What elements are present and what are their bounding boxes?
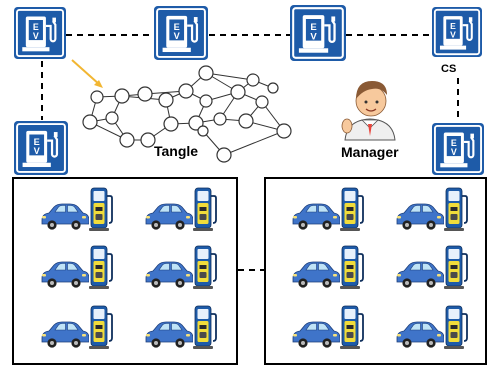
car-icon (292, 261, 340, 288)
charger-pump-icon (192, 245, 217, 290)
charger-pump-icon (339, 245, 364, 290)
car-icon (41, 261, 89, 288)
car-icon (292, 203, 340, 230)
ev-charging-station-icon (153, 6, 209, 60)
charger-pump-icon (443, 187, 468, 232)
charger-pump-icon (339, 305, 364, 350)
car-icon (145, 203, 193, 230)
ev-charging-station-icon (14, 6, 66, 60)
ev-charging-station-icon (290, 5, 346, 61)
car-icon (396, 203, 444, 230)
charger-pump-icon (443, 305, 468, 350)
car-icon (396, 261, 444, 288)
charger-pump-icon (339, 187, 364, 232)
ev-charging-station-icon (432, 121, 484, 177)
ev-charging-station-icon (14, 121, 68, 175)
tangle-label: Tangle (154, 143, 199, 159)
ev-group-box-left (12, 177, 238, 365)
car-icon (396, 321, 444, 348)
car-icon (145, 261, 193, 288)
charger-pump-icon (192, 187, 217, 232)
manager-label: Manager (341, 144, 399, 160)
ev-group-right (292, 187, 468, 350)
ev-charging-station-icon (432, 5, 482, 59)
car-icon (145, 321, 193, 348)
charger-pump-icon (88, 245, 113, 290)
charger-pump-icon (443, 245, 468, 290)
tangle-nodes (82, 65, 292, 163)
car-icon (41, 203, 89, 230)
charger-pump-icon (88, 305, 113, 350)
orange-arrow-icon (71, 59, 103, 88)
charger-pump-icon (192, 305, 217, 350)
cs-label: CS (441, 63, 457, 75)
charger-pump-icon (88, 187, 113, 232)
manager-person-icon (341, 81, 396, 141)
car-icon (41, 321, 89, 348)
ev-group-box-right (264, 177, 487, 365)
tangle-graph (82, 65, 292, 163)
ev-group-left (41, 187, 217, 350)
car-icon (292, 321, 340, 348)
